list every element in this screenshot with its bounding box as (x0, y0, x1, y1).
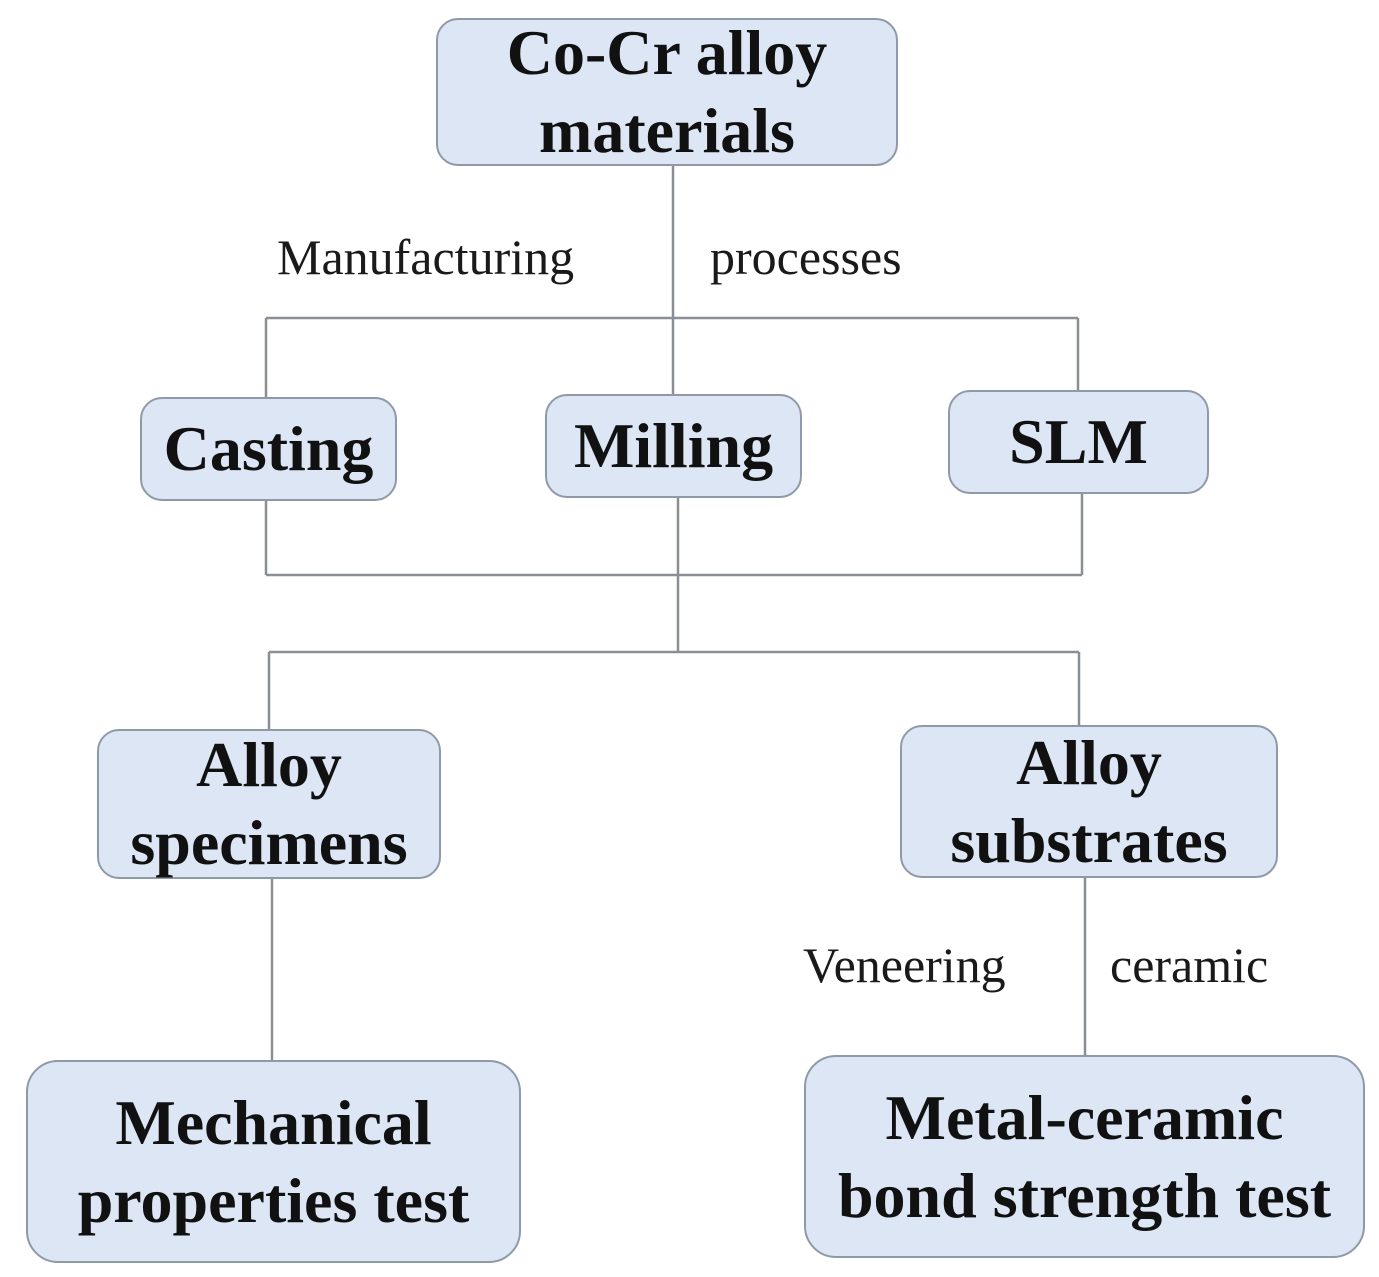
edge-label-processes: processes (710, 229, 902, 285)
node-mechanical-line1: Mechanical (115, 1086, 432, 1158)
edge-label-veneering: Veneering (803, 937, 1006, 993)
node-specimens-line2: specimens (130, 807, 408, 878)
node-milling: Milling (545, 394, 802, 498)
node-slm-label: SLM (1009, 406, 1148, 477)
edge-label-ceramic: ceramic (1110, 937, 1269, 993)
node-casting-label: Casting (163, 413, 374, 484)
node-substrates-line1: Alloy (1016, 726, 1162, 798)
node-alloy-substrates: Alloy substrates (900, 725, 1278, 878)
node-co-cr-alloy-materials: Co-Cr alloy materials (436, 17, 898, 166)
node-milling-label: Milling (573, 410, 774, 481)
node-mechanical-properties-test: Mechanical properties test (26, 1060, 521, 1263)
node-root-line1: Co-Cr alloy (506, 17, 828, 88)
node-mechanical-line2: properties test (77, 1164, 470, 1236)
node-bond-line1: Metal-ceramic (885, 1081, 1284, 1153)
node-substrates-line2: substrates (950, 804, 1228, 876)
edge-label-manufacturing: Manufacturing (277, 229, 575, 285)
node-root-line2: materials (539, 95, 795, 166)
node-specimens-line1: Alloy (196, 729, 342, 800)
node-casting: Casting (140, 397, 397, 501)
node-slm: SLM (948, 390, 1209, 494)
node-metal-ceramic-bond-strength-test: Metal-ceramic bond strength test (804, 1055, 1365, 1258)
node-alloy-specimens: Alloy specimens (97, 729, 441, 879)
node-bond-line2: bond strength test (837, 1159, 1332, 1231)
